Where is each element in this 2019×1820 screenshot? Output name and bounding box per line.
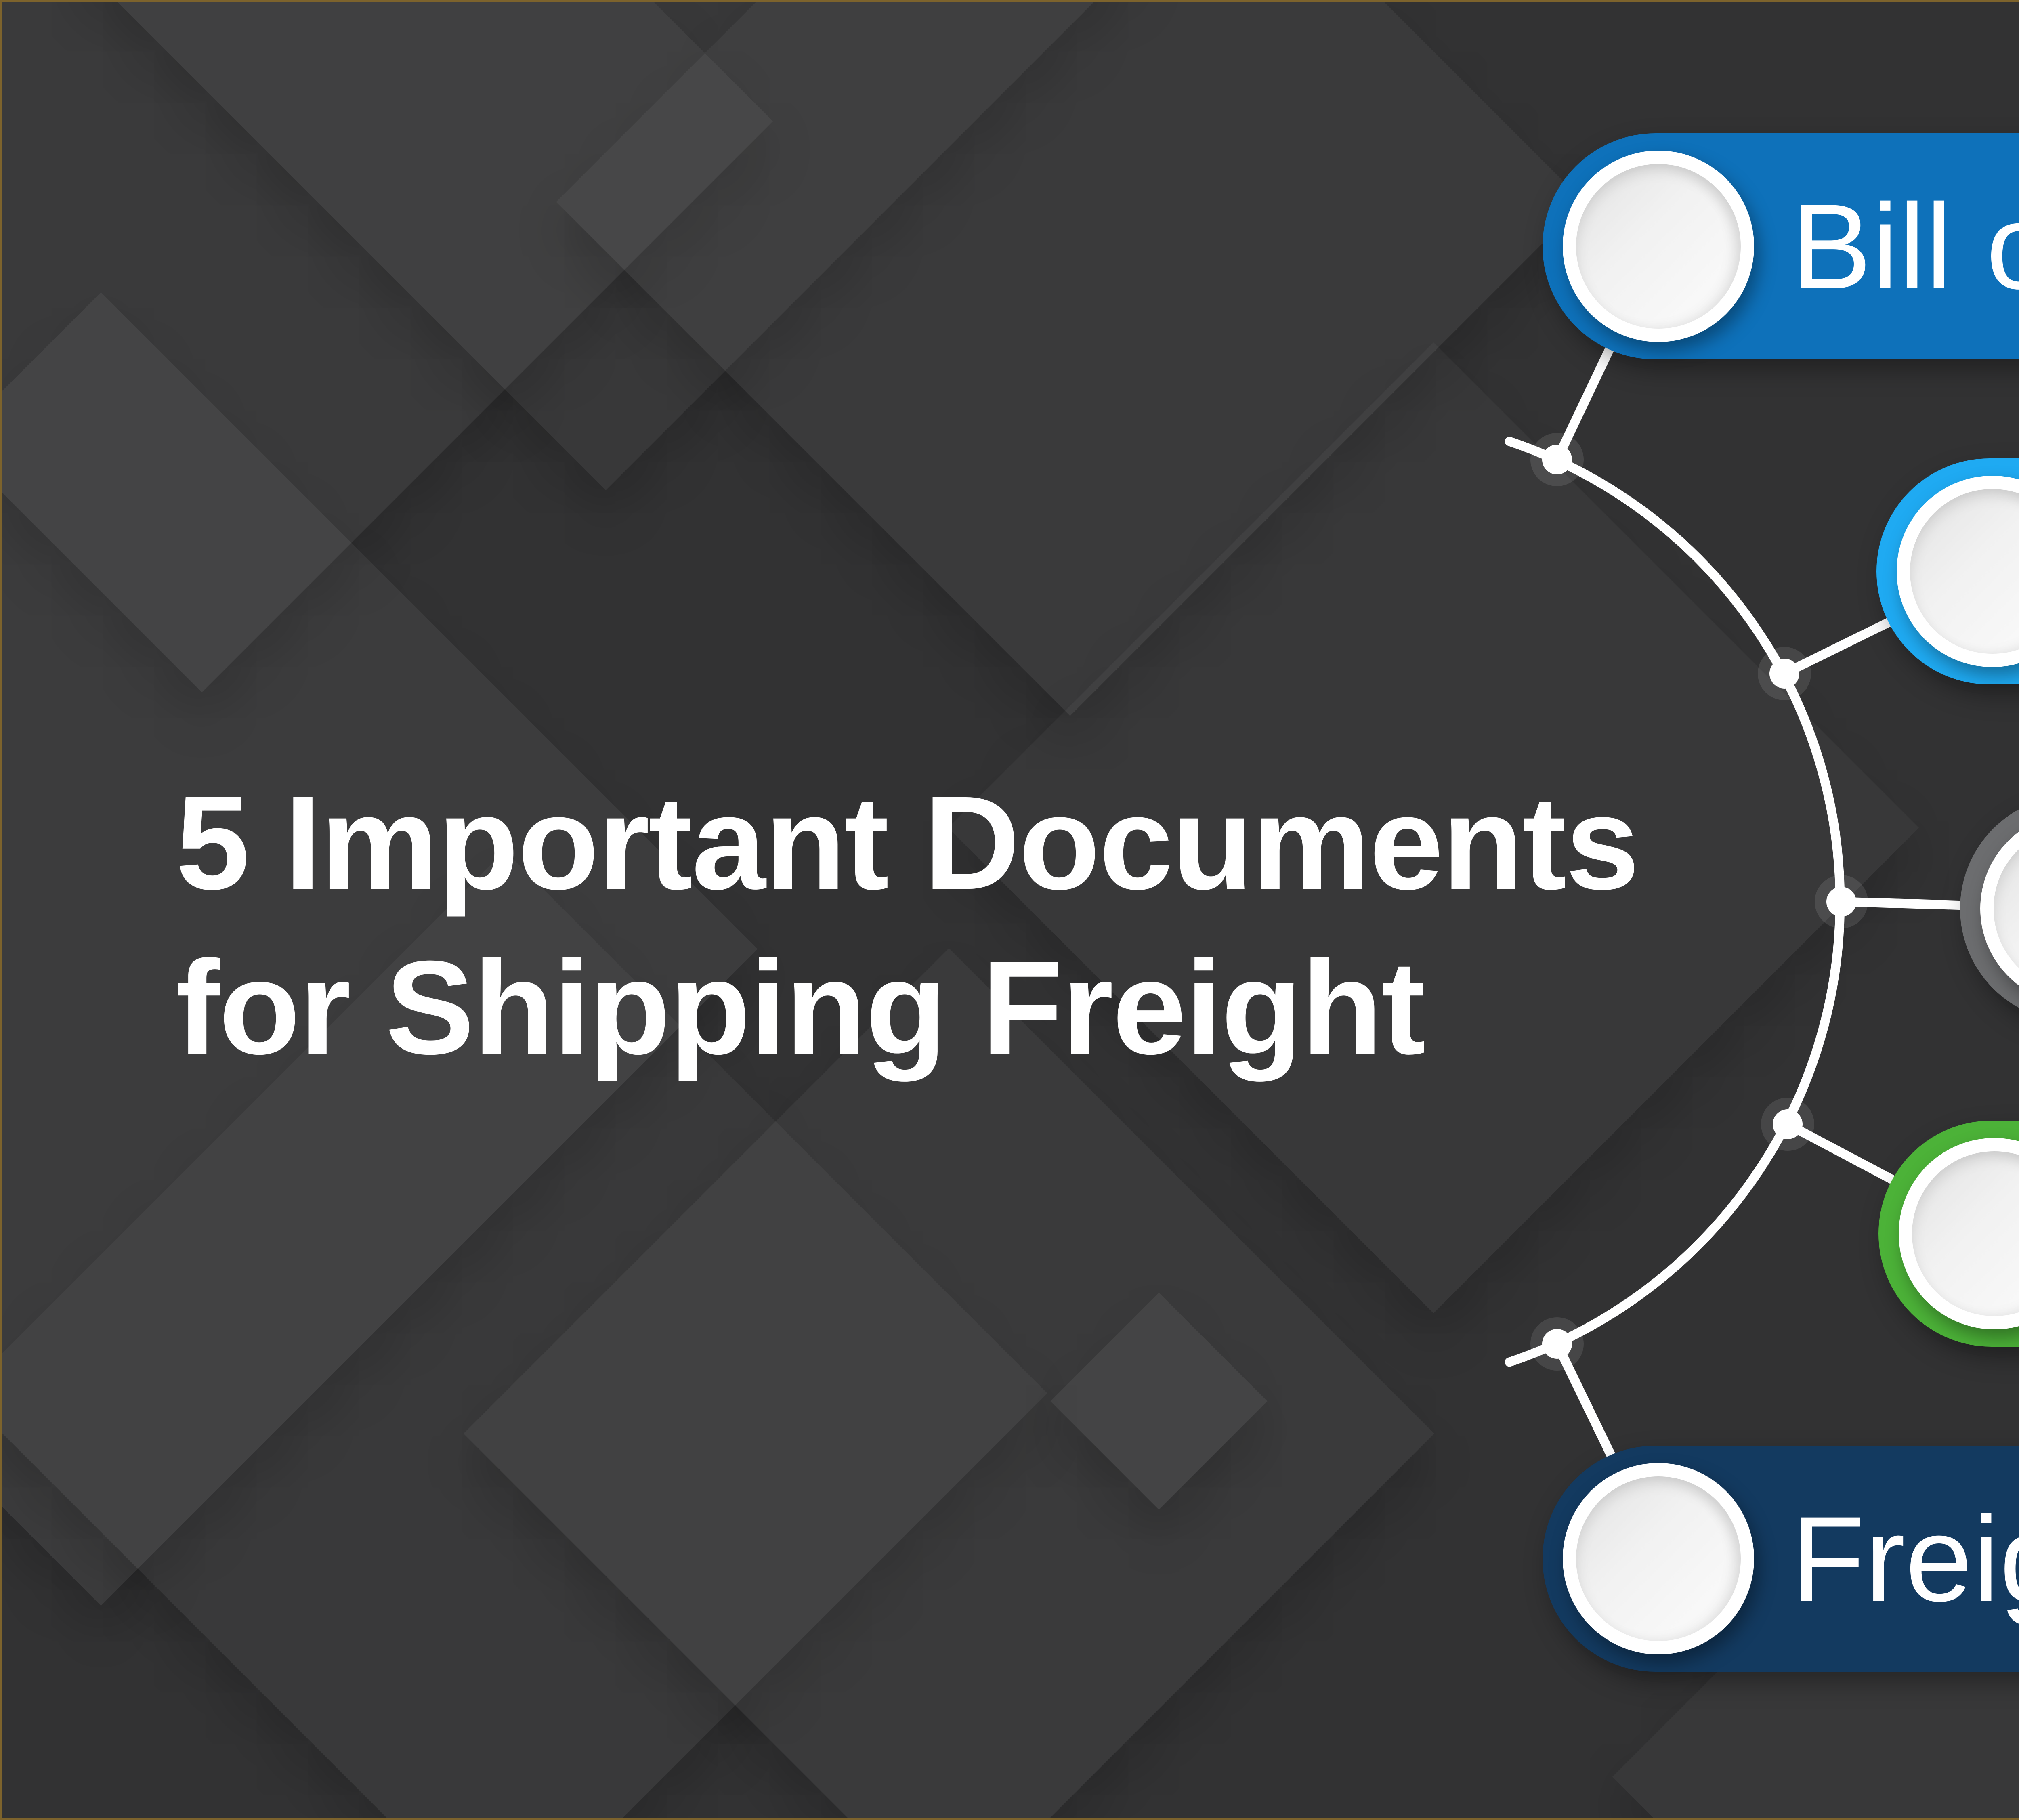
banner-freight-bill: Freight Bill [1876, 458, 2019, 684]
banner-bill-of-lading: Bill of Lading [1543, 133, 2019, 359]
node-dot [1542, 445, 1572, 474]
node-dots [1542, 445, 1856, 1359]
banner-circle-disc [1912, 1151, 2019, 1316]
banner-circle-disc [1576, 1476, 1741, 1641]
title-line-2: for Shipping Freight [176, 933, 1426, 1082]
banner-circle-disc [1576, 164, 1741, 329]
banner-freight-claims-form: Freight Claims Form [1543, 1446, 2019, 1672]
node-dot [1769, 659, 1799, 689]
banner-circle [1563, 151, 1754, 342]
banner-circle [1563, 1463, 1754, 1654]
page-title: 5 Important Documents for Shipping Freig… [176, 760, 1639, 1090]
banner-circle-disc [1910, 489, 2019, 654]
banner-label: Bill of Lading [1791, 178, 2019, 314]
title-line-1: 5 Important Documents [176, 768, 1639, 917]
node-dot [1773, 1109, 1803, 1139]
banner-proof-of-delivery: Proof-of-Delivery [1878, 1121, 2019, 1347]
node-dot [1826, 887, 1856, 917]
banner-label: Freight Claims Form [1791, 1491, 2019, 1627]
node-dot [1542, 1329, 1572, 1359]
connector-spoke [1836, 897, 2019, 912]
banner-customs-invoice: Customs Invoice [1960, 796, 2019, 1022]
